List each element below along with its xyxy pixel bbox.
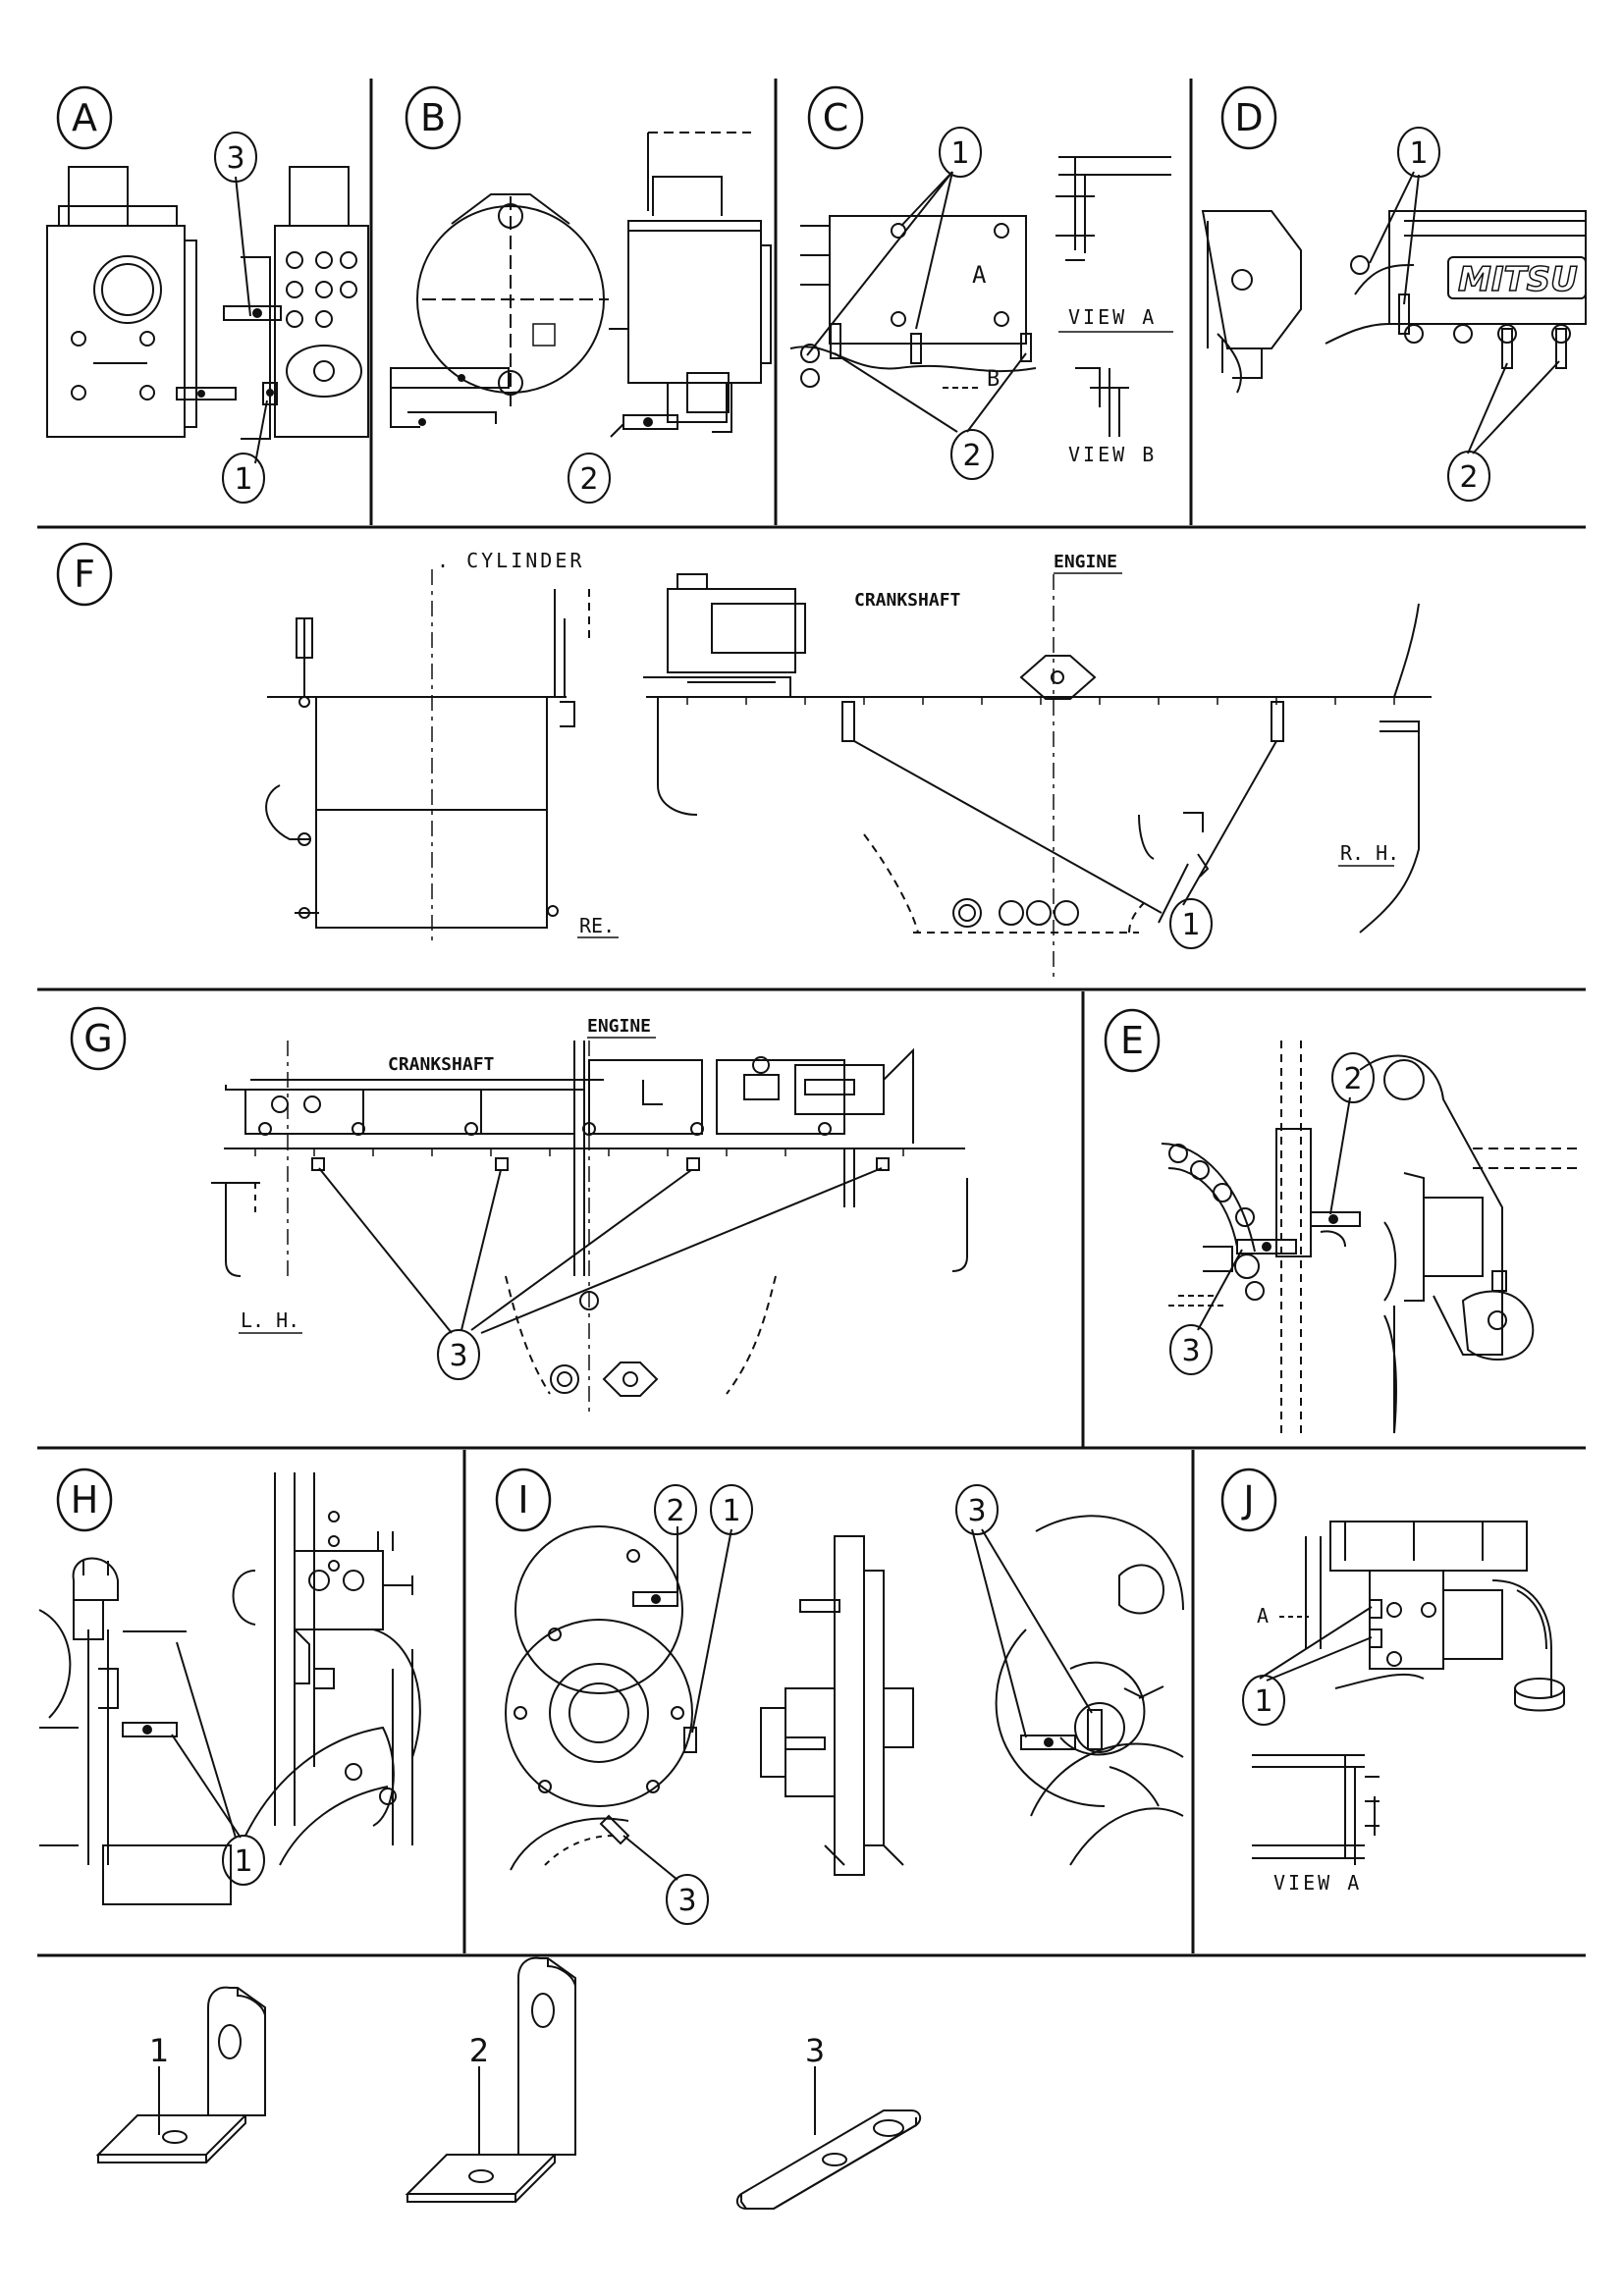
panel-e-label: E [1104, 1008, 1161, 1073]
svg-text:RE.: RE. [579, 914, 615, 937]
svg-text:2: 2 [962, 439, 981, 473]
svg-text:MITSU: MITSU [1458, 260, 1578, 299]
bracket-type-1: 1 [95, 1986, 266, 2163]
svg-text:3: 3 [967, 1494, 986, 1528]
panel-h: H 1 [38, 1468, 421, 1905]
svg-text:2: 2 [1343, 1062, 1362, 1096]
panel-f-label: F [56, 542, 113, 607]
svg-text:E: E [1120, 1019, 1144, 1062]
svg-text:VIEW A: VIEW A [1273, 1871, 1362, 1895]
panel-a-callout-3: 3 [214, 132, 257, 183]
panel-g-label: G [70, 1006, 127, 1071]
svg-text:ENGINE: ENGINE [1054, 552, 1117, 572]
svg-text:1: 1 [1181, 908, 1200, 942]
svg-text:1: 1 [1409, 136, 1428, 171]
panel-b: B 2 [390, 85, 772, 504]
panel-f: F . CYLINDER CRANKSHAFT ENGINE RE. [56, 542, 1432, 982]
panel-j-label: J [1220, 1468, 1277, 1532]
svg-text:CRANKSHAFT: CRANKSHAFT [854, 590, 961, 611]
bracket-type-2: 2 [405, 1956, 576, 2203]
panel-c-label: C [807, 85, 864, 150]
svg-text:3: 3 [1181, 1334, 1200, 1368]
panel-a-label: A [56, 85, 113, 150]
bracket-type-3: 3 [735, 2032, 922, 2210]
panel-d: D MITSU 1 2 [1201, 85, 1587, 502]
svg-text:J: J [1241, 1478, 1254, 1522]
svg-text:VIEW A: VIEW A [1068, 305, 1157, 329]
panel-a: A 3 [46, 85, 369, 504]
grid-lines [37, 79, 1586, 1957]
panel-h-label: H [56, 1468, 113, 1532]
svg-text:3: 3 [805, 2032, 825, 2069]
svg-text:G: G [83, 1017, 112, 1060]
svg-text:2: 2 [666, 1494, 684, 1528]
panel-d-callout-1: 1 [1397, 127, 1440, 178]
svg-text:D: D [1234, 96, 1263, 139]
svg-text:3: 3 [677, 1884, 696, 1918]
svg-text:1: 1 [1254, 1684, 1272, 1719]
panel-j: J A 1 VIEW A [1220, 1468, 1565, 1895]
svg-text:I: I [517, 1478, 528, 1522]
svg-text:R. H.: R. H. [1340, 841, 1399, 865]
panel-b-label: B [405, 85, 461, 150]
panel-a-callout-1: 1 [222, 453, 265, 504]
svg-text:3: 3 [226, 141, 244, 176]
panel-c-callout-2: 2 [950, 429, 994, 480]
panel-g-callout-3: 3 [437, 1329, 480, 1380]
svg-text:1: 1 [722, 1494, 740, 1528]
panel-d-callout-2: 2 [1447, 451, 1490, 502]
panel-h-callout-1: 1 [222, 1835, 265, 1886]
svg-text:1: 1 [234, 462, 252, 497]
panel-d-label: D [1220, 85, 1277, 150]
svg-text:B: B [987, 367, 1000, 392]
panel-c: C A B 1 2 VI [789, 85, 1173, 480]
svg-text:F: F [74, 553, 95, 596]
panel-i-callout-3b: 3 [955, 1484, 999, 1535]
panel-c-callout-1: 1 [939, 127, 982, 178]
svg-text:ENGINE: ENGINE [587, 1016, 651, 1037]
panel-f-callout-1: 1 [1169, 898, 1213, 949]
svg-text:A: A [972, 261, 987, 289]
svg-text:A: A [72, 96, 97, 139]
svg-text:H: H [71, 1478, 99, 1522]
panel-i-callout-3: 3 [666, 1874, 709, 1925]
svg-text:L. H.: L. H. [241, 1308, 299, 1332]
svg-text:2: 2 [1459, 460, 1478, 495]
svg-text:VIEW B: VIEW B [1068, 443, 1157, 466]
panel-i: I 2 1 3 [495, 1468, 1184, 1925]
svg-text:C: C [823, 96, 849, 139]
panel-j-callout-1: 1 [1242, 1675, 1285, 1726]
svg-text:1: 1 [149, 2032, 169, 2069]
panel-i-callout-1: 1 [710, 1484, 753, 1535]
svg-text:2: 2 [579, 462, 598, 497]
panel-e: E 2 3 [1104, 1008, 1581, 1434]
svg-text:CRANKSHAFT: CRANKSHAFT [388, 1054, 495, 1075]
svg-text:B: B [420, 96, 446, 139]
svg-text:1: 1 [234, 1844, 252, 1879]
svg-text:A: A [1257, 1604, 1269, 1628]
panel-i-label: I [495, 1468, 552, 1532]
panel-e-callout-2: 2 [1331, 1052, 1375, 1103]
panel-i-callout-2: 2 [654, 1484, 697, 1535]
panel-e-callout-3: 3 [1169, 1324, 1213, 1375]
svg-text:. CYLINDER: . CYLINDER [437, 549, 584, 572]
svg-text:2: 2 [469, 2032, 489, 2069]
svg-text:1: 1 [950, 136, 969, 171]
panel-g: G CRANKSHAFT ENGINE [70, 1006, 968, 1414]
panel-b-callout-2: 2 [568, 453, 611, 504]
svg-text:3: 3 [449, 1339, 467, 1373]
